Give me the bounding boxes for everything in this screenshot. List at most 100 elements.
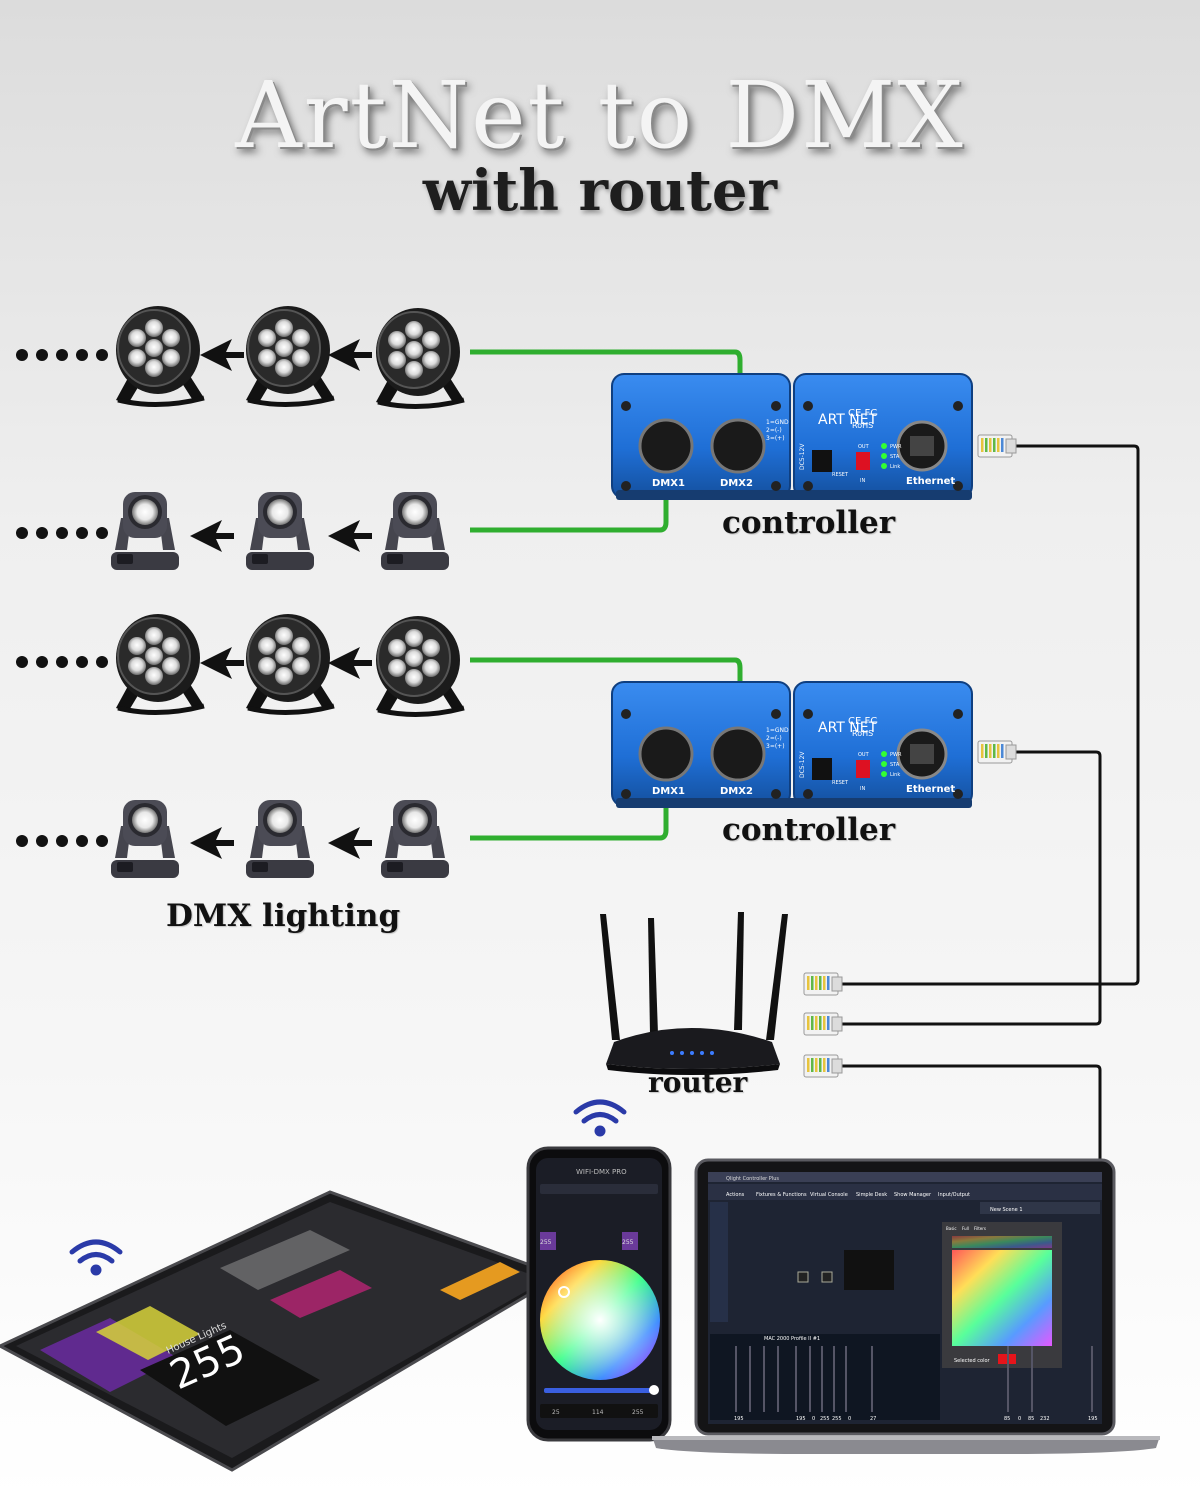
led-label-pwr: PWR [890, 444, 902, 450]
fader-value-1: 195 [734, 1416, 744, 1422]
wifi-icon [69, 1239, 123, 1276]
artnet-logo: ART NET [818, 720, 878, 736]
xlr-port-icon [710, 418, 766, 474]
menu-actions[interactable]: Actions [726, 1192, 745, 1198]
dmx-lighting-label: DMX lighting [166, 898, 401, 934]
xlr-port-icon [638, 418, 694, 474]
phone-slider-value-2: 255 [622, 1239, 634, 1246]
fader-value-5: 255 [832, 1416, 842, 1422]
moving-head-icon [111, 800, 179, 878]
selected-color-label: Selected color [954, 1358, 991, 1364]
moving-head-icon [246, 492, 314, 570]
arrow-left-icon [190, 827, 234, 859]
arrow-left-icon [200, 339, 244, 371]
color-tab-filters[interactable]: Filters [974, 1226, 986, 1231]
pin-legend-3: 3=(+) [766, 743, 785, 750]
rj45-connector-icon [977, 434, 1017, 458]
power-label: DC5-12V [799, 751, 806, 778]
menu-show-manager[interactable]: Show Manager [894, 1192, 932, 1198]
phone-brightness-slider[interactable] [544, 1388, 656, 1393]
fixture-row-2 [16, 492, 449, 570]
color-tab-full[interactable]: Full [962, 1226, 969, 1231]
in-label: IN [860, 478, 865, 484]
reset-label: RESET [832, 472, 849, 478]
color-swatch-grid[interactable] [952, 1236, 1052, 1346]
scene-name: New Scene 1 [990, 1207, 1023, 1213]
cert-marks: CE FC [848, 408, 877, 419]
pin-legend-1: 1=GND [766, 419, 789, 426]
arrow-left-icon [328, 647, 372, 679]
pin-legend-3: 3=(+) [766, 435, 785, 442]
menu-fixtures[interactable]: Fixtures & Functions [756, 1192, 807, 1198]
power-label: DC5-12V [799, 443, 806, 470]
arrow-left-icon [190, 520, 234, 552]
wifi-icon [573, 1099, 627, 1137]
ethernet-cable-3 [840, 1064, 1102, 1162]
led-label-sta: STA [890, 762, 900, 768]
controller-device-2: DMX1 DMX2 Ethernet ART NET CE FC RoHS 1=… [611, 681, 973, 808]
cert-marks: CE FC [848, 716, 877, 727]
fader-value-7: 27 [870, 1416, 876, 1422]
par-light-icon [116, 306, 204, 405]
arrow-left-icon [328, 520, 372, 552]
pin-legend-2: 2=(-) [766, 427, 782, 434]
rj45-connector-icon [803, 972, 843, 996]
par-light-icon [246, 306, 334, 405]
par-light-icon [376, 616, 464, 715]
fader-value-3: 0 [812, 1416, 815, 1422]
out-label: OUT [858, 444, 870, 450]
ethernet-cables [840, 444, 1140, 1162]
xlr-port-icon [710, 726, 766, 782]
moving-head-icon [111, 492, 179, 570]
green-cable-1b [470, 462, 669, 533]
laptop-device: Qlight Controller Plus Actions Fixtures … [652, 1158, 1160, 1454]
fader-value-4: 255 [820, 1416, 830, 1422]
xlr-port-icon [638, 726, 694, 782]
fader-value-2: 195 [796, 1416, 806, 1422]
fader-value-6: 0 [848, 1416, 851, 1422]
led-label-link: Link [890, 464, 900, 470]
continuation-dots [16, 527, 108, 539]
tablet-device: 255 House Lights [0, 1190, 564, 1472]
color-tab-basic[interactable]: Basic [946, 1226, 957, 1231]
controller-device-1: DMX1 DMX2 Ethernet ART NET CE FC RoHS 1=… [611, 373, 973, 500]
pin-legend-1: 1=GND [766, 727, 789, 734]
port-1-label: DMX1 [652, 786, 685, 797]
led-label-pwr: PWR [890, 752, 902, 758]
fader-value-8: 85 [1004, 1416, 1010, 1422]
rohs-mark: RoHS [852, 421, 873, 430]
laptop-app-name: Qlight Controller Plus [726, 1176, 779, 1182]
rj45-connector-icon [803, 1054, 843, 1078]
ethernet-label: Ethernet [906, 476, 955, 487]
router-label: router [648, 1066, 748, 1099]
menu-simple-desk[interactable]: Simple Desk [856, 1192, 887, 1198]
ethernet-label: Ethernet [906, 784, 955, 795]
green-dmx-cables [470, 349, 743, 841]
arrow-left-icon [328, 827, 372, 859]
fixture-name: MAC 2000 Profile II #1 [764, 1336, 820, 1342]
phone-footer-value-3: 255 [632, 1409, 644, 1416]
fader-value-12: 195 [1088, 1416, 1098, 1422]
phone-slider-value-1: 255 [540, 1239, 552, 1246]
artnet-logo: ART NET [818, 412, 878, 428]
controller-label-1: controller [722, 505, 896, 541]
menu-input-output[interactable]: Input/Output [938, 1192, 970, 1198]
moving-head-icon [381, 492, 449, 570]
fader-bank[interactable] [735, 1346, 1093, 1412]
fader-value-11: 232 [1040, 1416, 1050, 1422]
fader-value-10: 85 [1028, 1416, 1034, 1422]
fixture-row-1 [16, 306, 464, 407]
menu-virtual-console[interactable]: Virtual Console [810, 1192, 848, 1198]
moving-head-icon [246, 800, 314, 878]
fixture-row-4 [16, 800, 449, 878]
phone-footer-value-2: 114 [592, 1409, 604, 1416]
ethernet-cable-1 [840, 444, 1140, 986]
page-title: ArtNet to DMX [235, 62, 965, 169]
fixture-row-3 [16, 614, 464, 715]
in-label: IN [860, 786, 865, 792]
green-cable-2b [470, 770, 669, 841]
rohs-mark: RoHS [852, 729, 873, 738]
par-light-icon [246, 614, 334, 713]
phone-device: WIFI-DMX PRO 255 255 25 114 255 [526, 1146, 672, 1442]
